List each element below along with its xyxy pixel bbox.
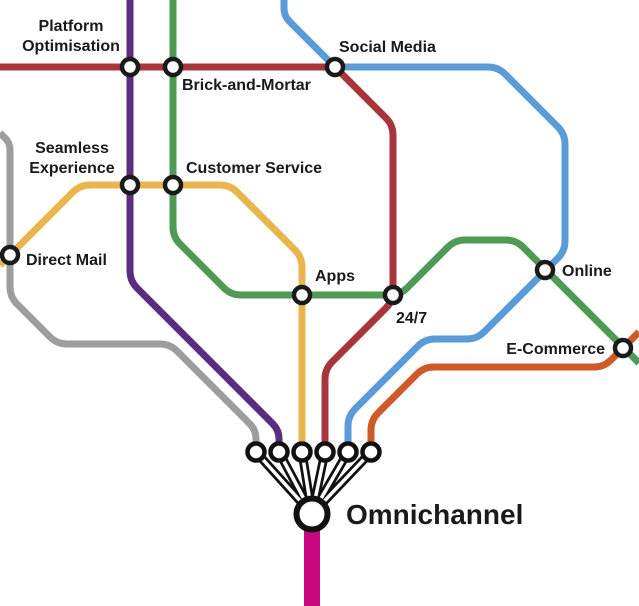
purple-line [126,0,283,448]
station-e-commerce [612,337,634,359]
hub-terminal-circle [268,441,290,463]
station-label-seamless-experience: Experience [29,160,114,177]
station-brick-and-mortar [162,56,184,78]
gray-line [0,130,260,448]
station-platform-optimisation [119,56,141,78]
orange-line [367,329,639,448]
station-label-seamless-experience: Seamless [35,140,109,157]
hub-terminal-circle [314,441,336,463]
station-label-social-media: Social Media [339,39,436,56]
omnichannel-trunk-bar [304,514,320,606]
hub-terminal-circle [245,441,267,463]
station-label-platform-optimisation: Optimisation [22,38,120,55]
hub-terminal-circle [360,441,382,463]
station-label-platform-optimisation: Platform [39,18,104,35]
station-label-brick-and-mortar: Brick-and-Mortar [182,77,311,94]
station-24-7 [382,284,404,306]
yellow-line [0,181,306,448]
hub-terminal-circle [291,441,313,463]
station-apps [291,284,313,306]
station-online [534,259,556,281]
omnichannel-label: Omnichannel [346,499,523,530]
station-label-online: Online [562,263,612,280]
station-seamless-experience [119,174,141,196]
station-label-24-7: 24/7 [396,310,427,327]
station-customer-service [162,174,184,196]
station-label-direct-mail: Direct Mail [26,252,107,269]
hub-terminal-circle [337,441,359,463]
station-label-apps: Apps [315,268,355,285]
hub-circle [293,495,331,533]
station-label-e-commerce: E-Commerce [506,341,605,358]
station-label-customer-service: Customer Service [186,160,322,177]
station-social-media [324,56,346,78]
station-direct-mail [0,244,21,266]
